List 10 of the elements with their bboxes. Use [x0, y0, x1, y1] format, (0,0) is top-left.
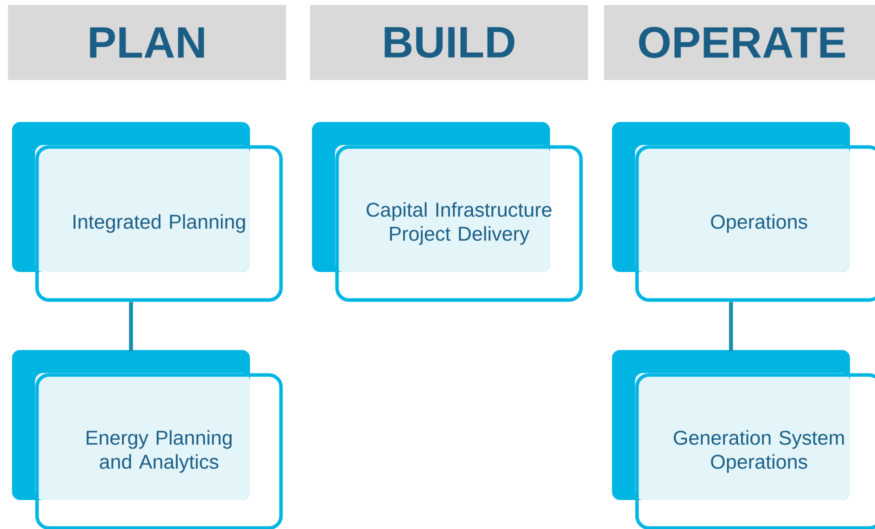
- process-card: Capital Infrastructure Project Delivery: [312, 122, 583, 302]
- phase-header: PLAN: [8, 5, 286, 80]
- connector-line: [129, 302, 133, 352]
- process-card: Energy Planning and Analytics: [12, 350, 283, 529]
- connector-line: [729, 302, 733, 352]
- phase-header: OPERATE: [604, 5, 875, 80]
- process-card: Generation System Operations: [612, 350, 875, 529]
- process-card: Integrated Planning: [12, 122, 283, 302]
- process-card: Operations: [612, 122, 875, 302]
- phase-header: BUILD: [310, 5, 588, 80]
